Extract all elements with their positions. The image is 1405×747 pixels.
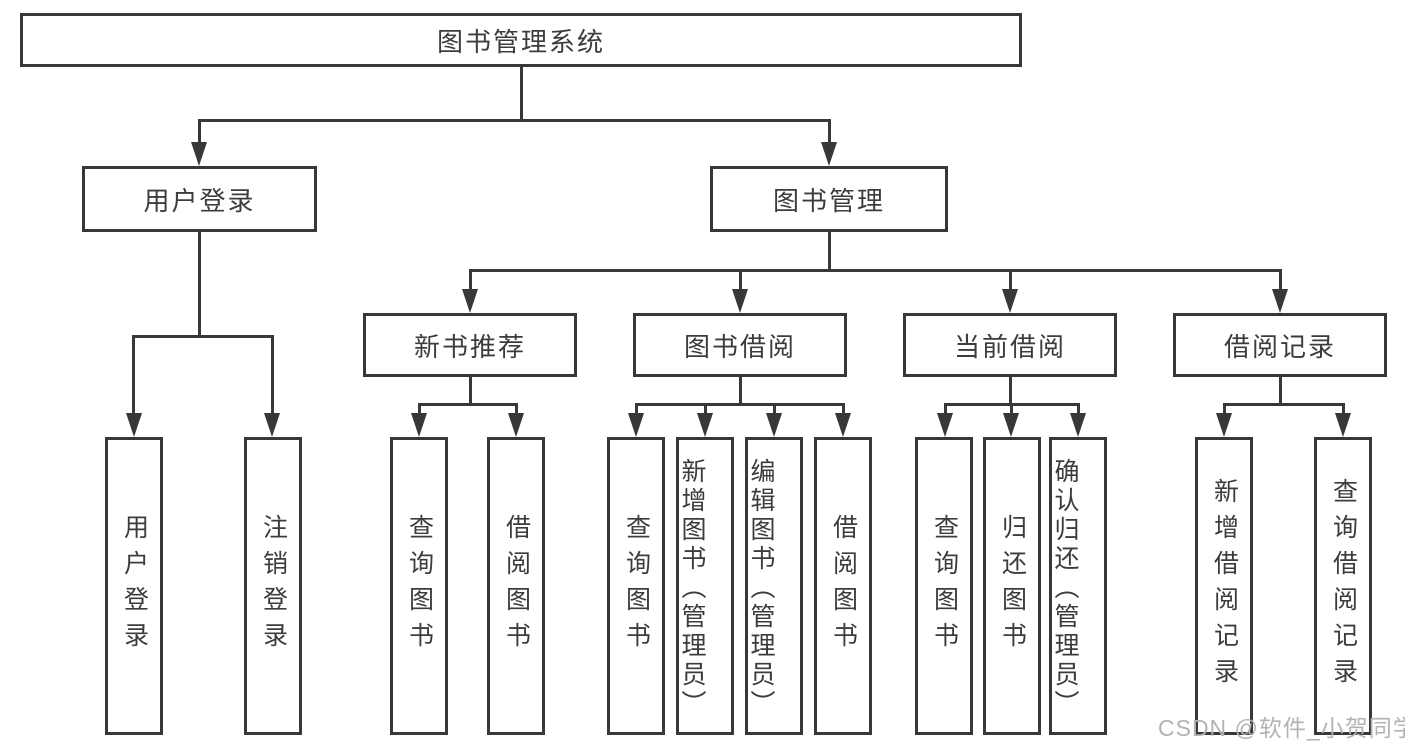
connector-line — [635, 403, 638, 415]
arrow-down — [1003, 413, 1019, 437]
arrow-down — [628, 413, 644, 437]
connector-line — [739, 377, 742, 405]
arrow-down — [1002, 289, 1018, 313]
connector-line — [132, 335, 274, 338]
node-label: 用户登录 — [143, 185, 256, 216]
node-leaf-query-books-current: 查询图书 — [915, 437, 973, 735]
connector-line — [198, 232, 201, 338]
node-leaf-logout: 注销登录 — [244, 437, 302, 735]
arrow-down — [732, 289, 748, 313]
arrow-down — [766, 413, 782, 437]
connector-line — [418, 403, 421, 415]
node-leaf-add-borrow-record: 新增借阅记录 — [1195, 437, 1253, 735]
node-label: 查询图书 — [622, 514, 651, 658]
node-label: 借阅记录 — [1223, 331, 1336, 362]
connector-line — [469, 377, 472, 405]
node-label: 当前借阅 — [953, 331, 1066, 362]
arrow-down — [937, 413, 953, 437]
node-label: 归还图书 — [998, 514, 1027, 658]
node-label: 新增图书（管理员） — [678, 458, 706, 719]
connector-line — [635, 403, 845, 406]
connector-line — [1279, 269, 1282, 291]
connector-line — [944, 403, 947, 415]
arrow-down — [126, 413, 142, 437]
arrow-down — [191, 142, 207, 166]
node-label: 新书推荐 — [413, 331, 526, 362]
connector-line — [704, 403, 707, 415]
node-leaf-query-books-recommend: 查询图书 — [390, 437, 448, 735]
node-label: 查询借阅记录 — [1329, 478, 1358, 694]
connector-line — [520, 67, 523, 121]
connector-line — [198, 119, 201, 145]
connector-line — [132, 335, 135, 415]
node-label: 借阅图书 — [502, 514, 531, 658]
arrow-down — [1272, 289, 1288, 313]
arrow-down — [1216, 413, 1232, 437]
node-label: 编辑图书（管理员） — [747, 458, 775, 719]
connector-line — [198, 119, 831, 122]
connector-line — [1342, 403, 1345, 415]
node-leaf-query-borrow-record: 查询借阅记录 — [1314, 437, 1372, 735]
connector-line — [469, 269, 1282, 272]
arrow-down — [821, 142, 837, 166]
connector-line — [1223, 403, 1345, 406]
node-label: 图书借阅 — [683, 331, 796, 362]
node-user-login: 用户登录 — [82, 166, 317, 232]
connector-line — [1077, 403, 1080, 415]
arrow-down — [835, 413, 851, 437]
node-book-management: 图书管理 — [710, 166, 948, 232]
node-leaf-confirm-return-admin: 确认归还（管理员） — [1049, 437, 1107, 735]
node-label: 查询图书 — [930, 514, 959, 658]
connector-line — [469, 269, 472, 291]
connector-line — [1009, 377, 1012, 405]
connector-line — [1009, 269, 1012, 291]
node-label: 新增借阅记录 — [1210, 478, 1239, 694]
node-new-book-recommend: 新书推荐 — [363, 313, 577, 377]
node-label: 借阅图书 — [829, 514, 858, 658]
arrow-down — [508, 413, 524, 437]
node-leaf-edit-books-admin: 编辑图书（管理员） — [745, 437, 803, 735]
connector-line — [515, 403, 518, 415]
connector-line — [828, 119, 831, 145]
csdn-watermark: CSDN @软件_小贺同学 — [1158, 715, 1405, 741]
node-leaf-borrow-books-recommend: 借阅图书 — [487, 437, 545, 735]
node-root-system: 图书管理系统 — [20, 13, 1022, 67]
node-leaf-user-login: 用户登录 — [105, 437, 163, 735]
arrow-down — [697, 413, 713, 437]
arrow-down — [1335, 413, 1351, 437]
connector-line — [842, 403, 845, 415]
node-label: 确认归还（管理员） — [1051, 458, 1079, 719]
node-current-borrow: 当前借阅 — [903, 313, 1117, 377]
node-book-borrow: 图书借阅 — [633, 313, 847, 377]
arrow-down — [462, 289, 478, 313]
node-leaf-query-books-borrow: 查询图书 — [607, 437, 665, 735]
node-label: 图书管理 — [772, 185, 885, 216]
arrow-down — [411, 413, 427, 437]
node-leaf-add-books-admin: 新增图书（管理员） — [676, 437, 734, 735]
connector-line — [1279, 377, 1282, 405]
node-label: 用户登录 — [120, 514, 149, 658]
node-leaf-borrow-books: 借阅图书 — [814, 437, 872, 735]
arrow-down — [1070, 413, 1086, 437]
connector-line — [1223, 403, 1226, 415]
connector-line — [739, 269, 742, 291]
node-label: 图书管理系统 — [436, 26, 605, 57]
node-label: 查询图书 — [405, 514, 434, 658]
node-label: 注销登录 — [259, 514, 288, 658]
connector-line — [418, 403, 518, 406]
node-leaf-return-books: 归还图书 — [983, 437, 1041, 735]
node-borrow-record: 借阅记录 — [1173, 313, 1387, 377]
connector-line — [773, 403, 776, 415]
arrow-down — [264, 413, 280, 437]
connector-line — [828, 232, 831, 272]
connector-line — [1010, 403, 1013, 415]
connector-line — [271, 335, 274, 415]
